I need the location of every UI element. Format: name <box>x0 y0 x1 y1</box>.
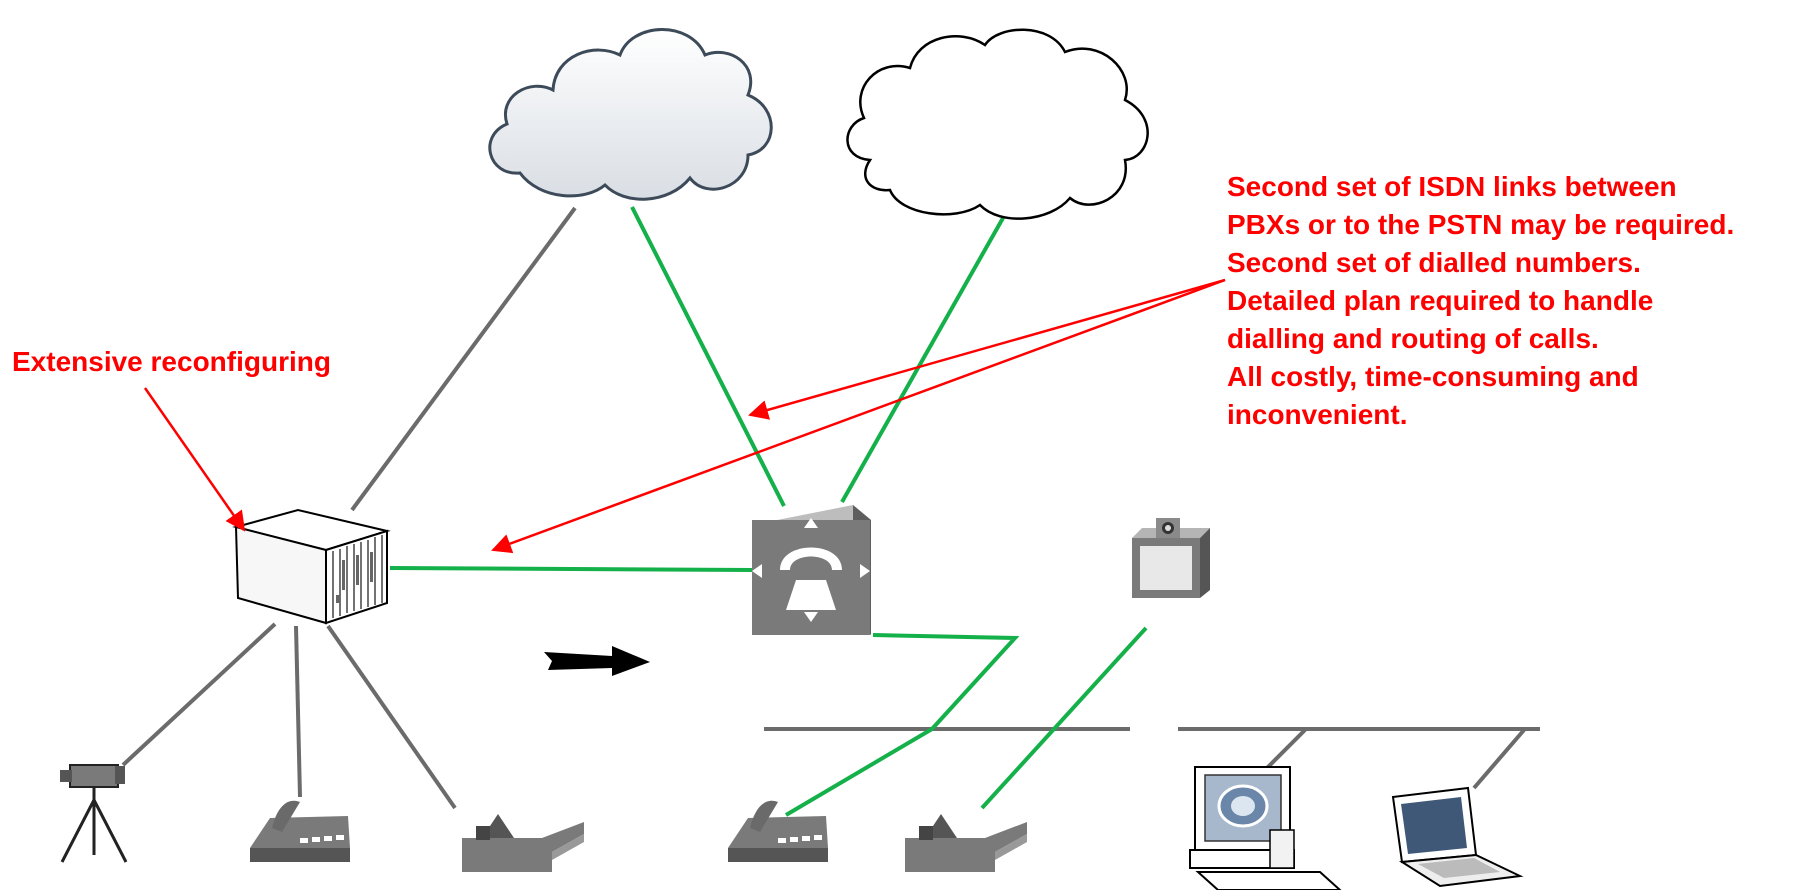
left-note-arrow <box>143 387 246 532</box>
cloud-grey <box>488 28 773 201</box>
desktop-computer-icon <box>1189 766 1342 890</box>
camera-tripod-icon <box>60 764 128 863</box>
new-links <box>389 206 1148 817</box>
cost-note-line: PBXs or to the PSTN may be required. <box>1227 209 1735 240</box>
right-note-arrow-lower <box>491 278 1226 554</box>
right-arrow-icon <box>544 646 650 676</box>
fax-machine-icon <box>905 814 1027 872</box>
laptop-lan-drop <box>1472 728 1526 790</box>
pbx-to-cloud-link <box>350 206 577 512</box>
video-conference-unit-icon <box>1132 518 1210 598</box>
pbx-to-router-link <box>389 566 753 572</box>
pbx-chassis-icon <box>232 508 391 625</box>
legacy-links <box>121 206 1540 810</box>
annotation-arrows <box>143 278 1226 554</box>
cloud-white <box>846 28 1149 220</box>
extensive-reconfiguring-note: Extensive reconfiguring <box>12 346 331 377</box>
pbx-to-camera-link <box>121 622 277 767</box>
fax-machine-icon <box>462 814 584 872</box>
desktop-lan-drop <box>1262 728 1307 773</box>
cost-note-line: inconvenient. <box>1227 399 1408 430</box>
cost-impact-note: Second set of ISDN links between PBXs or… <box>1227 168 1734 434</box>
cost-note-line: Second set of dialled numbers. <box>1227 247 1641 278</box>
pbx-to-phone-link <box>294 625 302 798</box>
right-note-arrow-upper <box>748 278 1226 420</box>
voice-router-icon <box>752 505 871 635</box>
cost-note-line: Second set of ISDN links between <box>1227 171 1677 202</box>
router-to-white-cloud-link <box>840 217 1005 503</box>
cost-note-line: dialling and routing of calls. <box>1227 323 1599 354</box>
telephone-icon <box>728 800 828 862</box>
telephone-icon <box>250 800 350 862</box>
router-to-grey-cloud-link <box>630 206 786 507</box>
cost-note-line: All costly, time-consuming and <box>1227 361 1639 392</box>
pbx-to-fax-link <box>326 624 457 810</box>
video-unit-to-fax-link <box>980 626 1148 810</box>
cloud-icon <box>488 28 773 201</box>
cloud-icon <box>846 28 1149 220</box>
cost-note-line: Detailed plan required to handle <box>1227 285 1654 316</box>
laptop-icon <box>1391 786 1524 888</box>
router-to-phone-link <box>784 633 1020 817</box>
